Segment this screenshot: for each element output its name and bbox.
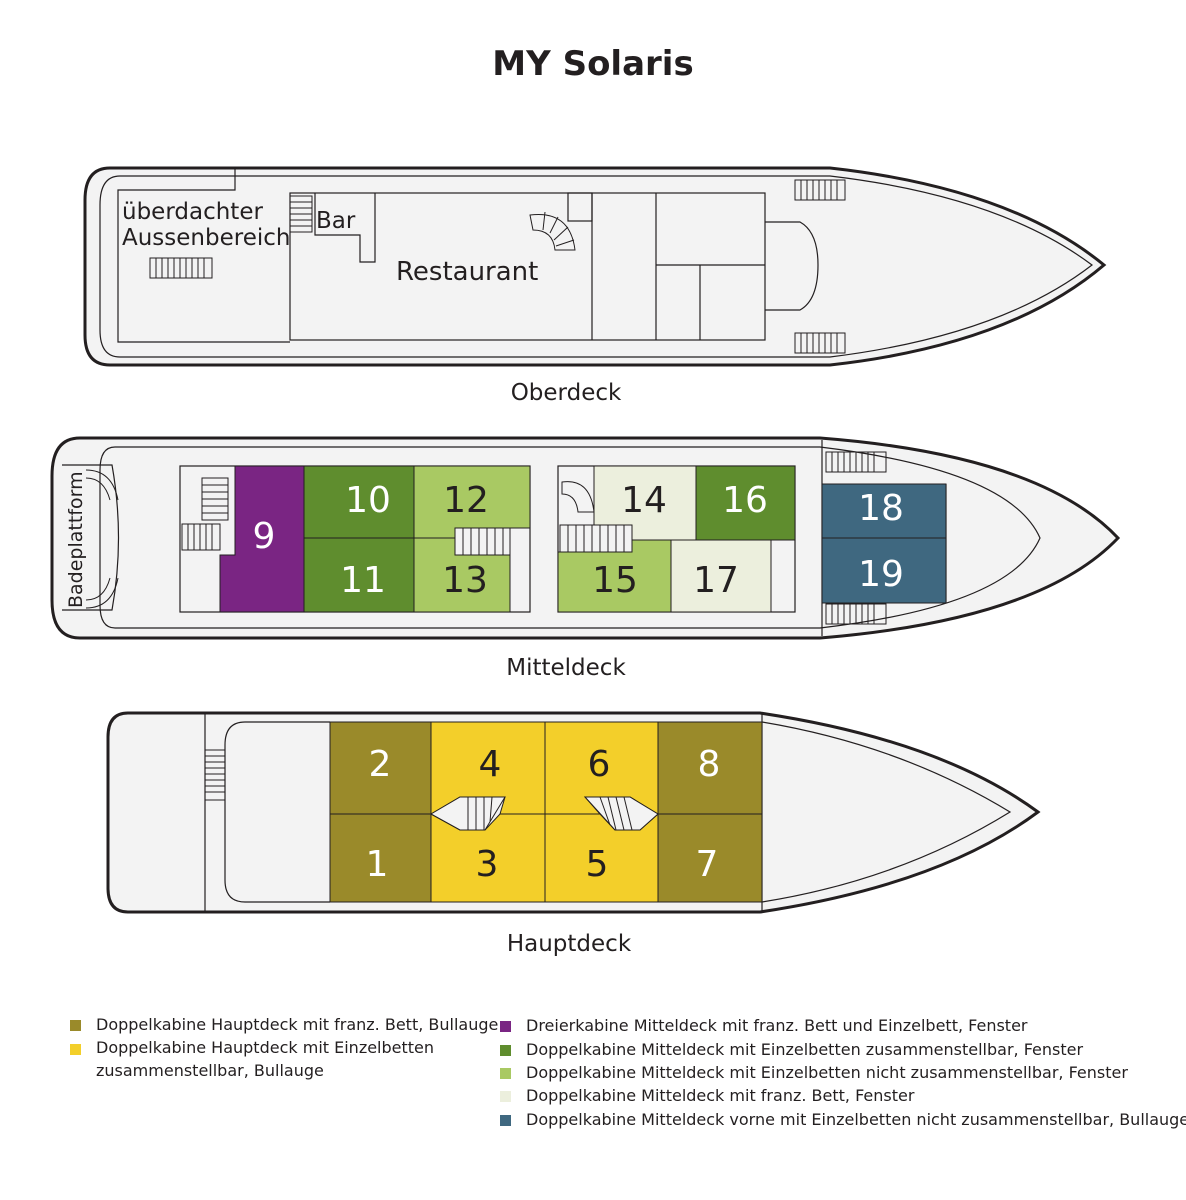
restaurant-label: Restaurant bbox=[396, 257, 538, 287]
cabin-number: 7 bbox=[696, 844, 719, 885]
stairs-icon bbox=[825, 451, 887, 625]
bar-counter bbox=[314, 193, 376, 263]
cabin-2[interactable]: 2 bbox=[329, 721, 432, 815]
cabin-number: 2 bbox=[369, 744, 392, 785]
deck-label-mitteldeck: Mitteldeck bbox=[506, 655, 626, 681]
mitteldeck: Badeplattform bbox=[50, 436, 1121, 640]
legend-swatch bbox=[500, 1021, 511, 1032]
cabin-number: 11 bbox=[340, 560, 386, 601]
legend-swatch bbox=[70, 1044, 81, 1055]
legend-swatch bbox=[500, 1115, 511, 1126]
legend-item: Doppelkabine Mitteldeck vorne mit Einzel… bbox=[526, 1110, 1186, 1129]
stairs-icon bbox=[454, 527, 511, 556]
legend-item: Doppelkabine Mitteldeck mit Einzelbetten… bbox=[526, 1040, 1084, 1059]
cabin-18[interactable]: 18 bbox=[821, 483, 947, 539]
covered-area-outline bbox=[117, 168, 290, 343]
legend-swatch bbox=[500, 1068, 511, 1079]
cabin-number: 14 bbox=[621, 480, 667, 521]
legend-item: zusammenstellbar, Bullauge bbox=[96, 1061, 324, 1080]
covered-area-label: überdachter bbox=[122, 199, 263, 225]
stairs-icon bbox=[149, 257, 213, 279]
stairs-icon bbox=[181, 477, 229, 551]
cabin-5[interactable]: 5 bbox=[544, 812, 659, 903]
cabin-number: 15 bbox=[592, 560, 638, 601]
cabin-number: 9 bbox=[253, 516, 276, 557]
cabin-3[interactable]: 3 bbox=[430, 813, 546, 903]
stairs-icon bbox=[85, 469, 119, 609]
legend-item: Doppelkabine Hauptdeck mit franz. Bett, … bbox=[96, 1015, 499, 1034]
cabin-number: 4 bbox=[479, 744, 502, 785]
stairs-icon bbox=[289, 195, 313, 233]
cabin-11[interactable]: 11 bbox=[303, 537, 415, 613]
cabin-6[interactable]: 6 bbox=[544, 721, 659, 815]
cabin-number: 1 bbox=[366, 844, 389, 885]
legend-swatch bbox=[500, 1045, 511, 1056]
legend-item: Doppelkabine Mitteldeck mit Einzelbetten… bbox=[526, 1063, 1128, 1082]
stairs-icon bbox=[429, 796, 659, 831]
cabin-number: 8 bbox=[698, 744, 721, 785]
cabin-8[interactable]: 8 bbox=[657, 721, 763, 815]
oberdeck: überdachter Aussenbereich Bar Restaurant bbox=[83, 166, 1107, 367]
restaurant-room bbox=[289, 192, 766, 341]
cabin-number: 5 bbox=[586, 844, 609, 885]
cabin-10[interactable]: 10 bbox=[303, 465, 415, 539]
cabin-17[interactable]: 17 bbox=[670, 539, 772, 613]
cabin-number: 6 bbox=[588, 744, 611, 785]
cabin-number: 16 bbox=[722, 480, 768, 521]
cabin-7[interactable]: 7 bbox=[657, 813, 763, 903]
stairs-icon bbox=[794, 332, 846, 354]
cabin-15[interactable]: 15 bbox=[557, 539, 672, 613]
cabin-16[interactable]: 16 bbox=[695, 465, 796, 541]
cabin-number: 10 bbox=[345, 480, 391, 521]
deck-plan: überdachter Aussenbereich Bar Restaurant… bbox=[50, 166, 1121, 914]
cabin-1[interactable]: 1 bbox=[329, 813, 432, 903]
covered-area-label: Aussenbereich bbox=[122, 225, 290, 251]
oberdeck-inner-hull bbox=[99, 175, 1093, 358]
cabin-number: 19 bbox=[858, 554, 904, 595]
stairs-icon bbox=[794, 179, 846, 201]
cabin-19[interactable]: 19 bbox=[821, 537, 947, 604]
hauptdeck: 2 1 4 3 6 5 bbox=[106, 711, 1041, 914]
legend-item: Dreierkabine Mitteldeck mit franz. Bett … bbox=[526, 1016, 1028, 1035]
page-title: MY Solaris bbox=[492, 44, 694, 84]
legend-swatch bbox=[500, 1091, 511, 1102]
cabin-number: 18 bbox=[858, 488, 904, 529]
deck-label-hauptdeck: Hauptdeck bbox=[506, 931, 632, 957]
cabin-number: 3 bbox=[476, 844, 499, 885]
cabin-12[interactable]: 12 bbox=[413, 465, 531, 539]
legend-item: Doppelkabine Mitteldeck mit franz. Bett,… bbox=[526, 1086, 915, 1105]
deck-label-oberdeck: Oberdeck bbox=[510, 380, 622, 406]
legend-item: Doppelkabine Hauptdeck mit Einzelbetten bbox=[96, 1038, 435, 1057]
spiral-stairs-icon bbox=[529, 211, 576, 251]
cabin-number: 17 bbox=[693, 560, 739, 601]
mitteldeck-inner-hull bbox=[99, 446, 1041, 629]
stairs-icon bbox=[204, 749, 226, 801]
cabin-number: 13 bbox=[442, 560, 488, 601]
bar-label: Bar bbox=[316, 208, 356, 234]
legend-swatch bbox=[70, 1020, 81, 1031]
bathing-platform-label: Badeplattform bbox=[65, 471, 87, 608]
cabin-number: 12 bbox=[443, 480, 489, 521]
hauptdeck-inner-hull bbox=[224, 721, 1012, 903]
cabin-13[interactable]: 13 bbox=[413, 537, 511, 613]
